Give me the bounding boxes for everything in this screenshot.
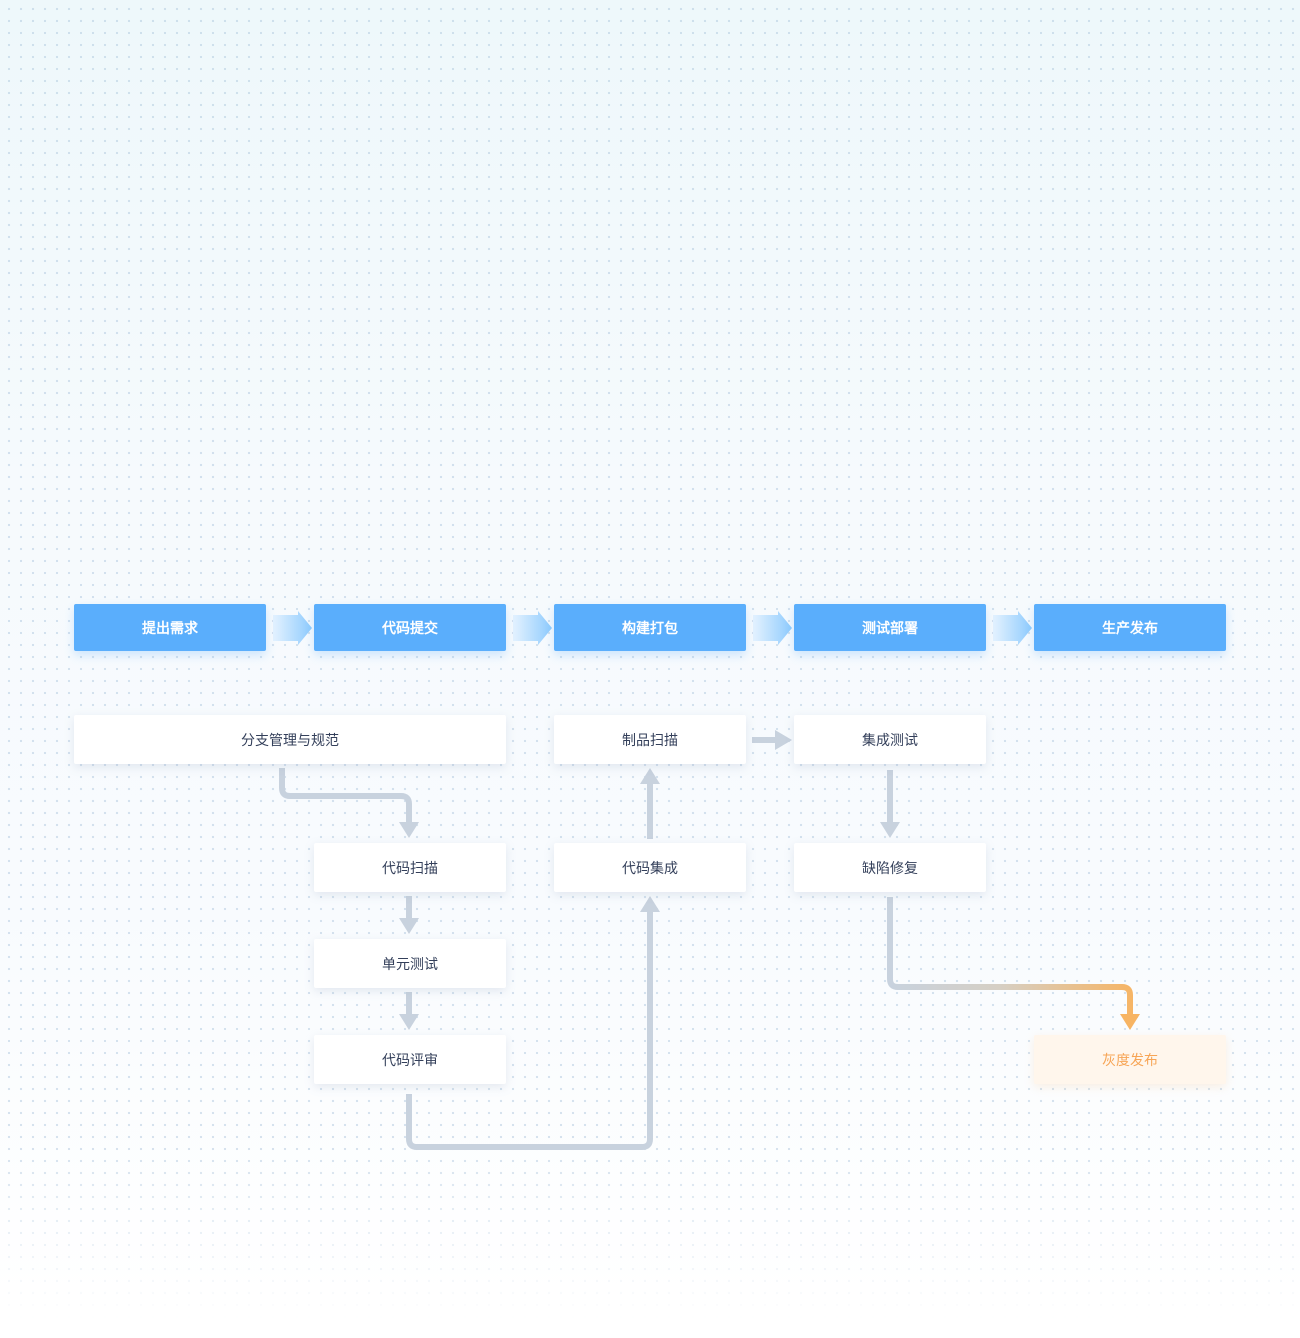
stage-label: 测试部署: [862, 620, 918, 637]
arrowhead-artifact-to-inttest: [775, 730, 792, 750]
node-label: 分支管理与规范: [241, 732, 339, 749]
node-integration-test[interactable]: 集成测试: [794, 715, 986, 764]
node-branch-management[interactable]: 分支管理与规范: [74, 715, 506, 764]
node-label: 代码评审: [382, 1052, 438, 1069]
stage-arrow-4: [993, 611, 1032, 645]
node-label: 集成测试: [862, 732, 918, 749]
connector-branch-to-scan: [279, 768, 412, 824]
node-label: 缺陷修复: [862, 860, 918, 877]
stage-code-commit[interactable]: 代码提交: [314, 604, 506, 651]
node-defect-fix[interactable]: 缺陷修复: [794, 843, 986, 892]
node-label: 代码扫描: [382, 860, 438, 877]
stage-build-package[interactable]: 构建打包: [554, 604, 746, 651]
node-code-integration[interactable]: 代码集成: [554, 843, 746, 892]
node-unit-test[interactable]: 单元测试: [314, 939, 506, 988]
stage-label: 提出需求: [142, 620, 198, 637]
arrowhead-scan-to-unittest: [399, 918, 419, 934]
node-canary-release[interactable]: 灰度发布: [1034, 1035, 1226, 1084]
arrowhead-unittest-to-review: [399, 1014, 419, 1030]
arrowhead-inttest-to-defect: [880, 822, 900, 838]
connector-review-to-integration: [406, 912, 653, 1150]
stage-arrow-1: [273, 611, 312, 645]
arrowhead-integration-to-artifact: [640, 768, 660, 784]
node-label: 单元测试: [382, 956, 438, 973]
node-code-review[interactable]: 代码评审: [314, 1035, 506, 1084]
connector-defect-to-canary: [887, 897, 1133, 1016]
stage-production-release[interactable]: 生产发布: [1034, 604, 1226, 651]
node-label: 制品扫描: [622, 732, 678, 749]
stage-label: 构建打包: [622, 620, 678, 637]
node-label: 代码集成: [622, 860, 678, 877]
arrowhead-defect-to-canary: [1120, 1014, 1140, 1030]
node-label: 灰度发布: [1102, 1052, 1158, 1069]
arrowhead-review-to-integration: [640, 896, 660, 912]
stage-requirement[interactable]: 提出需求: [74, 604, 266, 651]
node-code-scan[interactable]: 代码扫描: [314, 843, 506, 892]
arrowhead-branch-to-scan: [399, 822, 419, 838]
stage-label: 代码提交: [382, 620, 438, 637]
stage-arrow-3: [753, 611, 792, 645]
stage-label: 生产发布: [1102, 620, 1158, 637]
stage-arrow-2: [513, 611, 552, 645]
node-artifact-scan[interactable]: 制品扫描: [554, 715, 746, 764]
stage-test-deploy[interactable]: 测试部署: [794, 604, 986, 651]
